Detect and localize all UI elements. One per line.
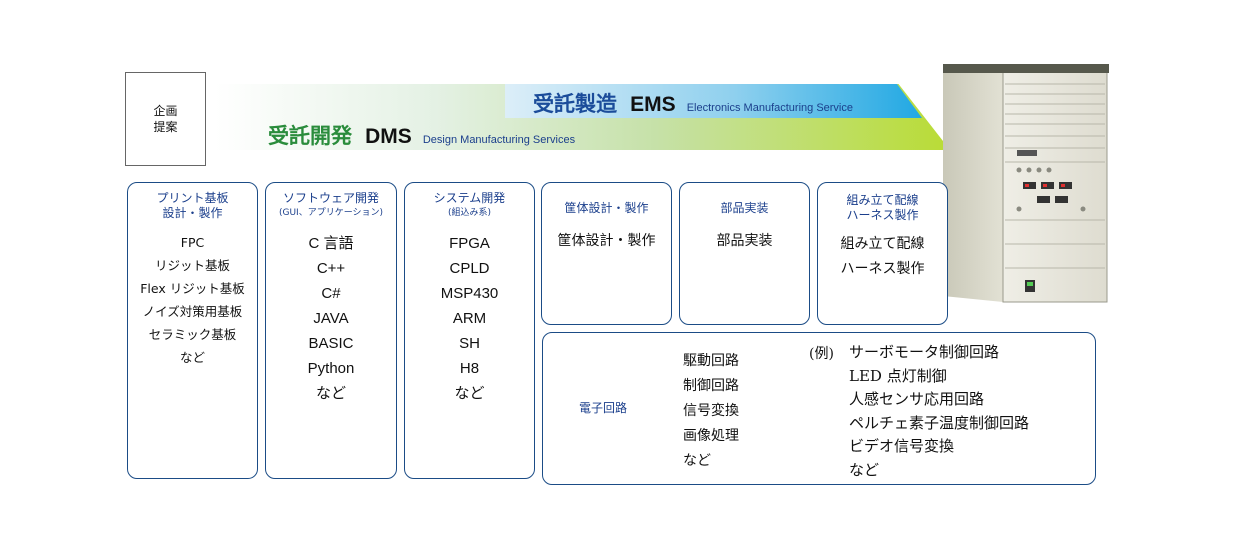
list-item: 制御回路 (683, 378, 739, 394)
list-item: SH (459, 335, 480, 352)
list-item: セラミック基板 (148, 327, 237, 342)
list-item: ハーネス製作 (840, 261, 925, 277)
system-dev-box: システム開発 (組込み系) FPGA CPLD MSP430 ARM SH H8… (404, 182, 535, 479)
list-item: ノイズ対策用基板 (142, 304, 243, 319)
list-item: 人感センサ応用回路 (849, 390, 985, 408)
list-item: 駆動回路 (683, 353, 739, 369)
harness-title-line2: ハーネス製作 (846, 208, 919, 222)
list-item: MSP430 (440, 285, 499, 302)
list-item: リジット基板 (154, 258, 230, 273)
harness-box: 組み立て配線 ハーネス製作 組み立て配線 ハーネス製作 (817, 182, 948, 325)
list-item: サーボモータ制御回路 (849, 343, 1000, 361)
list-item: など (315, 385, 346, 402)
example-label: (例) (809, 346, 834, 362)
list-item: 組み立て配線 (840, 236, 925, 252)
electronic-circuit-box: 電子回路 駆動回路 制御回路 信号変換 画像処理 など (例) サーボモータ制御… (542, 332, 1096, 485)
list-item: FPGA (449, 235, 490, 252)
list-item: Flex リジット基板 (140, 281, 245, 296)
list-item: C# (321, 285, 341, 302)
list-item: C++ (316, 260, 346, 277)
ems-jp: 受託製造 (533, 92, 617, 116)
list-item: JAVA (313, 310, 349, 327)
system-title: システム開発 (433, 191, 506, 205)
list-item: など (849, 460, 880, 479)
list-item: C 言語 (308, 235, 354, 252)
parts-item: 部品実装 (716, 233, 773, 249)
list-item: など (454, 385, 485, 402)
list-item: H8 (459, 360, 480, 377)
planning-line1: 企画 (153, 104, 178, 118)
list-item: など (683, 453, 711, 469)
list-item: ビデオ信号変換 (849, 437, 955, 455)
equipment-rack-illustration (943, 64, 1109, 303)
list-item: ARM (452, 310, 487, 327)
list-item: CPLD (449, 260, 490, 277)
parts-mounting-box: 部品実装 部品実装 (679, 182, 810, 325)
list-item: 信号変換 (683, 403, 739, 419)
software-dev-box: ソフトウェア開発 (GUI、アプリケーション) C 言語 C++ C# JAVA… (265, 182, 397, 479)
dms-label: 受託開発 DMS Design Manufacturing Services (268, 120, 575, 150)
system-subtitle: (組込み系) (447, 208, 492, 218)
list-item: FPC (180, 235, 205, 250)
harness-title-line1: 組み立て配線 (846, 193, 919, 207)
circuit-title: 電子回路 (579, 401, 628, 415)
planning-line2: 提案 (153, 120, 178, 134)
enclosure-item: 筐体設計・製作 (557, 233, 656, 249)
example-list: サーボモータ制御回路 LED 点灯制御 人感センサ応用回路 ペルチェ素子温度制御… (849, 341, 1029, 482)
list-item: BASIC (308, 335, 354, 352)
circuit-list: 駆動回路 制御回路 信号変換 画像処理 など (683, 349, 739, 474)
dms-jp: 受託開発 (268, 124, 352, 148)
dms-full: Design Manufacturing Services (422, 134, 576, 146)
enclosure-box: 筐体設計・製作 筐体設計・製作 (541, 182, 672, 325)
dms-abbr: DMS (365, 125, 412, 148)
pcb-title-line2: 設計・製作 (162, 206, 223, 220)
list-item: Python (307, 360, 355, 377)
ems-full: Electronics Manufacturing Service (686, 102, 853, 114)
ems-label: 受託製造 EMS Electronics Manufacturing Servi… (533, 88, 853, 118)
pcb-design-box: プリント基板 設計・製作 FPC リジット基板 Flex リジット基板 ノイズ対… (127, 182, 258, 479)
ems-abbr: EMS (630, 93, 676, 116)
list-item: 画像処理 (683, 428, 739, 444)
list-item: など (179, 350, 205, 365)
ems-band (505, 84, 922, 118)
list-item: ペルチェ素子温度制御回路 (849, 413, 1030, 432)
parts-title: 部品実装 (720, 201, 769, 215)
enclosure-title: 筐体設計・製作 (564, 201, 649, 215)
list-item: LED 点灯制御 (849, 366, 947, 385)
planning-box: 企画 提案 (125, 72, 206, 166)
software-subtitle: (GUI、アプリケーション) (278, 208, 384, 218)
pcb-title-line1: プリント基板 (156, 191, 229, 205)
software-title: ソフトウェア開発 (282, 191, 379, 205)
